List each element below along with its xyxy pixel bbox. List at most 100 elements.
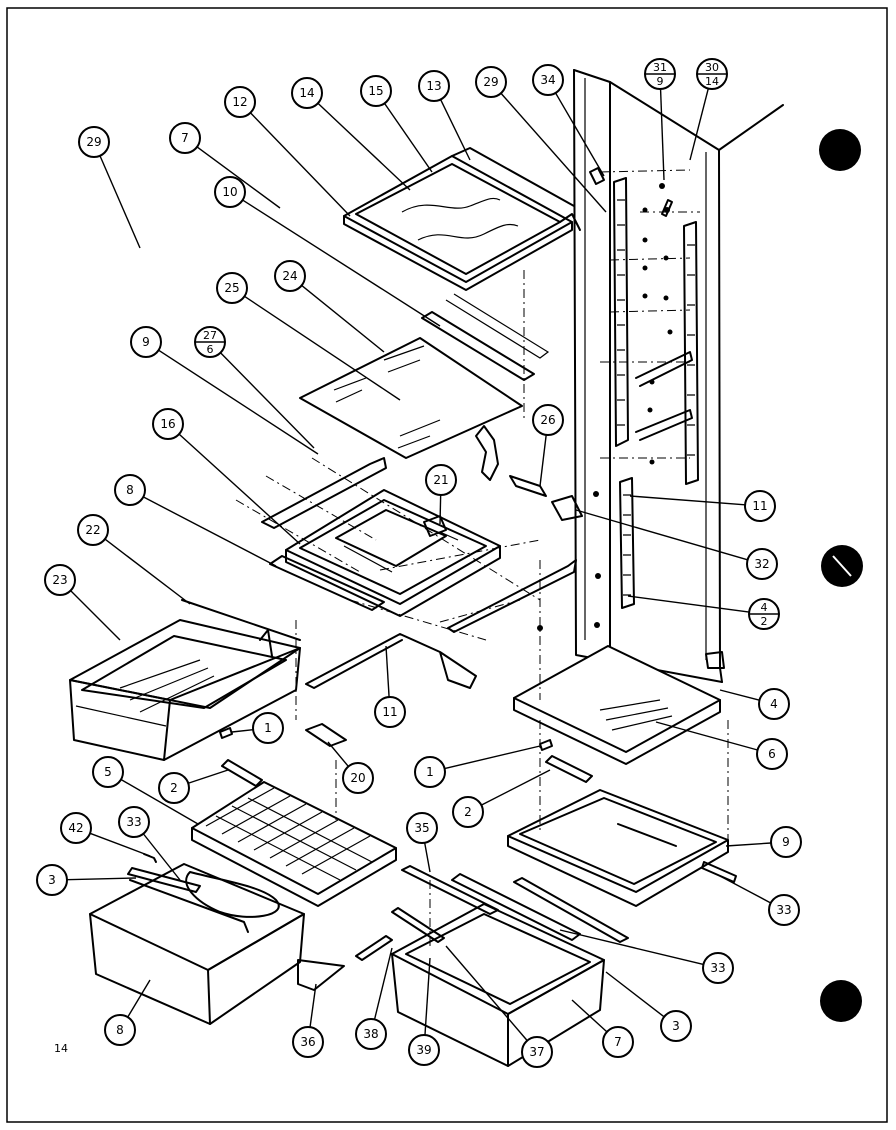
callout-leader [575, 509, 748, 561]
bracket-2b [545, 755, 593, 783]
callout-label: 35 [414, 821, 429, 835]
callout-c16: 16 [152, 408, 301, 545]
callout-label: 15 [368, 84, 383, 98]
cabinet-liner [537, 69, 784, 683]
callout-label: 8 [116, 1023, 124, 1037]
callout-leader [373, 947, 393, 1020]
callout-leader [481, 769, 551, 806]
rail-slots [617, 199, 695, 596]
callout-circle [60, 812, 92, 844]
callout-circle [78, 126, 110, 158]
fraction-callout-f4: 42 [627, 595, 780, 630]
callout-c33b: 33 [719, 875, 800, 926]
callout-leader [605, 971, 665, 1018]
callout-c29a: 29 [78, 126, 141, 249]
callout-c39: 39 [408, 957, 440, 1066]
callout-c6: 6 [655, 721, 788, 770]
callout-leader [231, 728, 254, 733]
callout-label: 24 [282, 269, 297, 283]
callout-c9b: 9 [725, 826, 802, 858]
callout-label: 3 [672, 1019, 680, 1033]
bracket-2a [221, 759, 263, 787]
callout-leader [559, 929, 704, 966]
callout-label: 23 [52, 573, 67, 587]
callout-leader [383, 102, 433, 173]
callout-c11b: 11 [374, 645, 406, 728]
callout-c10: 10 [214, 176, 441, 327]
callout-leader [99, 155, 141, 249]
callout-circle [374, 696, 406, 728]
callout-leader [70, 590, 121, 641]
callout-circle [425, 464, 457, 496]
callout-label: 33 [710, 961, 725, 975]
front-rail-8 [269, 555, 385, 611]
callout-c35: 35 [406, 812, 438, 873]
callout-c14: 14 [291, 77, 411, 191]
fraction-bottom: 14 [705, 75, 719, 88]
callout-leader [178, 433, 301, 545]
callout-circle [360, 75, 392, 107]
callout-circle [521, 1036, 553, 1068]
callout-label: 5 [104, 765, 112, 779]
slide-rail-35 [401, 865, 499, 915]
fraction-bottom: 9 [657, 75, 664, 88]
callout-circle [216, 272, 248, 304]
callout-leader [104, 538, 191, 605]
callout-label: 22 [85, 523, 100, 537]
callout-leader [188, 769, 229, 784]
callout-label: 11 [752, 499, 767, 513]
callout-circle [758, 688, 790, 720]
callout-label: 10 [222, 185, 237, 199]
callout-c15: 15 [360, 75, 433, 173]
drawer-8 [89, 863, 305, 1025]
callout-leader [301, 284, 385, 353]
fraction-callout-f31: 319 [644, 58, 676, 181]
callout-leader [142, 833, 181, 881]
callout-leader [89, 832, 151, 857]
callout-circle [274, 260, 306, 292]
callout-c33a: 33 [118, 806, 181, 881]
callout-c33c: 33 [559, 929, 734, 984]
callout-leader [242, 199, 441, 327]
callout-label: 42 [68, 821, 83, 835]
callout-circle [418, 70, 450, 102]
lattice-shelf-5 [191, 781, 397, 907]
callout-leader [385, 645, 390, 698]
callout-c3a: 3 [36, 864, 137, 896]
shelf-bracket-26 [475, 425, 499, 481]
fraction-bottom: 2 [761, 615, 768, 628]
callout-circle [169, 122, 201, 154]
callout-circle [756, 738, 788, 770]
callout-leader [309, 983, 317, 1028]
callout-label: 20 [350, 771, 365, 785]
callout-leader [196, 146, 281, 209]
callout-c12: 12 [224, 86, 351, 217]
callout-circle [114, 474, 146, 506]
callout-circle [130, 326, 162, 358]
callout-leader [120, 778, 199, 825]
callout-c20: 20 [327, 741, 374, 794]
callout-label: 11 [382, 705, 397, 719]
callout-leader [439, 99, 471, 161]
callout-circle [408, 1034, 440, 1066]
callout-label: 29 [483, 75, 498, 89]
crisper-pan-23 [69, 599, 301, 761]
callout-label: 25 [224, 281, 239, 295]
callout-label: 29 [86, 135, 101, 149]
page-border [6, 7, 888, 1123]
callout-leader [142, 496, 277, 567]
callout-c2a: 2 [158, 769, 229, 804]
callout-circle [452, 796, 484, 828]
callout-circle [355, 1018, 387, 1050]
callout-leader [571, 999, 608, 1033]
callout-circle [768, 894, 800, 926]
callout-label: 7 [181, 131, 189, 145]
callout-c23: 23 [44, 564, 121, 641]
callout-circle [746, 548, 778, 580]
callout-leader [629, 495, 746, 506]
callout-c13: 13 [418, 70, 471, 161]
callout-label: 21 [433, 473, 448, 487]
callout-leader [444, 745, 541, 770]
